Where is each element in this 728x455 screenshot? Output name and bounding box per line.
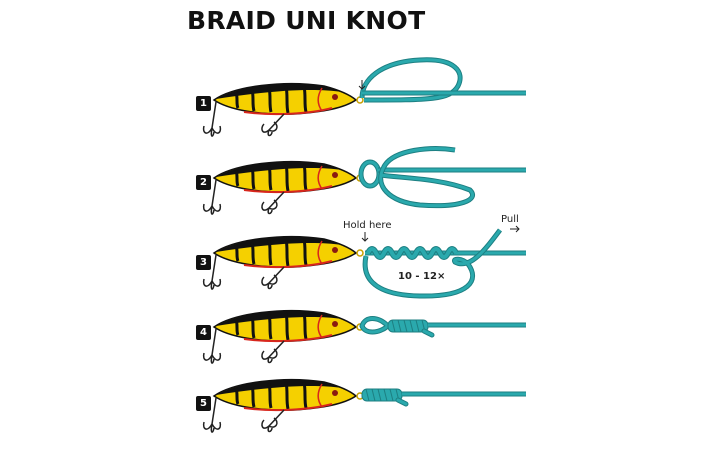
step-badge-3: 3 xyxy=(196,255,211,270)
step-1 xyxy=(202,57,526,138)
step-4 xyxy=(202,309,526,365)
step-badge-5: 5 xyxy=(196,396,211,411)
arrow-down-icon xyxy=(358,80,366,90)
pull-label: Pull xyxy=(501,214,519,225)
step-2 xyxy=(202,146,526,216)
step-badge-4: 4 xyxy=(196,325,211,340)
coil-wraps xyxy=(365,246,459,260)
hold-here-label: Hold here xyxy=(343,220,391,231)
step-3: Hold here Pull 10 - 12× xyxy=(202,214,526,299)
step-badge-1: 1 xyxy=(196,96,211,111)
arrow-down-icon xyxy=(361,232,369,242)
step-5 xyxy=(202,378,526,434)
arrow-right-icon xyxy=(510,225,520,233)
step-badge-2: 2 xyxy=(196,175,211,190)
diagram-title: BRAID UNI KNOT xyxy=(187,6,426,35)
wraps-label: 10 - 12× xyxy=(398,271,445,282)
